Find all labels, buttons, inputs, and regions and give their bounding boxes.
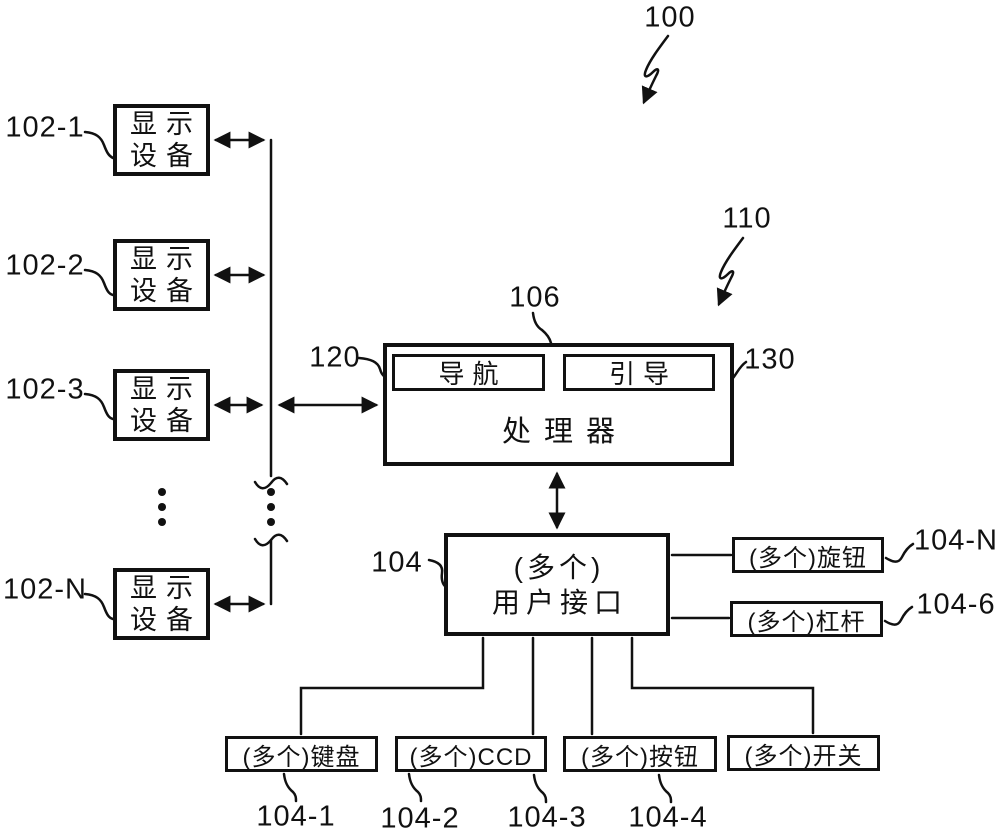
leader-102-2 [83,268,115,297]
display-device-3-line2: 设备 [130,406,202,436]
ref-104: 104 [371,546,423,579]
leader-102-3 [83,392,115,421]
display-device-3-line1: 显示 [130,374,202,404]
keyboards-label: (多个)键盘 [242,743,361,771]
ref-100: 100 [644,1,696,34]
navigation-module-label: 导航 [438,359,507,389]
bus-break-squiggle-bottom [253,533,289,547]
callout-arrow-100 [641,34,670,105]
ref-102-N: 102-N [3,573,87,606]
leader-102-N [83,592,115,621]
wire-ui-keyboards [299,636,485,736]
ellipsis-dots [158,488,275,526]
bus-break-squiggle-top [253,476,289,490]
leader-104-4 [657,773,673,804]
levers-box: (多个)杠杆 [730,601,883,637]
leader-106 [531,311,553,345]
display-device-N-box: 显示 设备 [113,568,210,640]
display-device-N-line1: 显示 [130,573,202,603]
ref-106: 106 [509,281,561,314]
switches-box: (多个)开关 [727,735,880,771]
guidance-module-box: 引导 [563,354,715,391]
display-device-2-box: 显示 设备 [113,239,210,311]
user-interface-box: (多个) 用户接口 [444,533,670,636]
leader-104 [427,558,448,589]
knobs-label: (多个)旋钮 [749,544,867,572]
display-device-3-box: 显示 设备 [113,369,210,441]
display-device-1-line2: 设备 [130,141,202,171]
buttons-label: (多个)按钮 [581,743,699,771]
leader-104-3 [532,773,548,804]
ref-110: 110 [722,202,772,235]
display-device-1-box: 显示 设备 [113,104,210,176]
display-device-2-line2: 设备 [130,276,202,306]
ref-102-2: 102-2 [5,249,85,282]
knobs-box: (多个)旋钮 [732,537,884,573]
ref-104-1: 104-1 [256,800,336,833]
display-device-1-line1: 显示 [130,109,202,139]
ref-104-6: 104-6 [916,588,996,621]
levers-label: (多个)杠杆 [747,608,866,636]
leader-104-1 [282,772,298,803]
ccd-box: (多个)CCD [395,736,547,772]
display-device-2-line1: 显示 [130,244,202,274]
leader-104-2 [407,772,423,803]
leader-102-1 [83,130,115,160]
navigation-module-box: 导航 [392,354,545,391]
ref-102-3: 102-3 [5,373,85,406]
ref-104-2: 104-2 [380,802,460,835]
leader-104-N [884,542,915,563]
ref-104-N: 104-N [914,524,998,557]
guidance-module-label: 引导 [608,359,677,389]
ref-130: 130 [744,343,796,376]
keyboards-box: (多个)键盘 [225,736,378,772]
switches-label: (多个)开关 [744,742,863,770]
ref-120: 120 [309,341,361,374]
ref-104-3: 104-3 [507,801,587,834]
ref-104-4: 104-4 [628,801,708,834]
wire-ui-switches [630,636,815,735]
user-interface-line2: 用户接口 [491,586,628,618]
display-device-N-line2: 设备 [130,605,202,635]
user-interface-line1: (多个) [513,551,605,583]
leader-104-6 [883,605,914,626]
ccd-label: (多个)CCD [409,743,533,771]
buttons-box: (多个)按钮 [563,736,717,772]
callout-arrow-110 [716,236,745,307]
processor-label: 处理器 [501,416,628,448]
ref-102-1: 102-1 [5,111,85,144]
